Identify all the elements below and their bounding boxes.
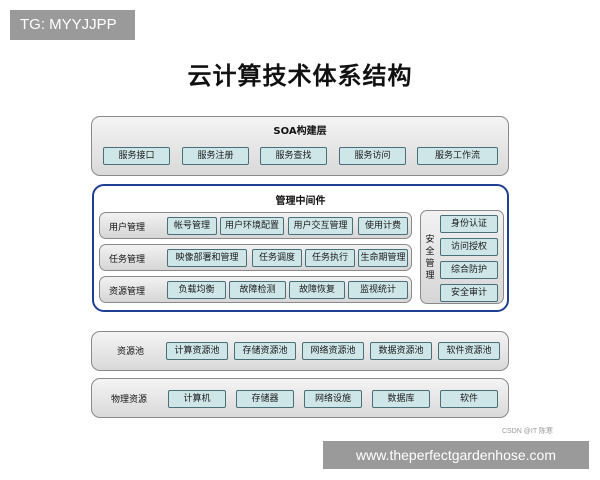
middleware-item: 故障恢复	[289, 281, 345, 299]
physical-resource-item: 软件	[440, 390, 498, 408]
physical-resource-item: 计算机	[168, 390, 226, 408]
security-item: 身份认证	[440, 215, 498, 233]
middleware-item: 监视统计	[348, 281, 408, 299]
resource-pool-item: 计算资源池	[166, 342, 228, 360]
soa-item: 服务查找	[260, 147, 327, 165]
physical-resource-item: 数据库	[372, 390, 430, 408]
resource-pool-layer: 资源池 计算资源池 存储资源池 网络资源池 数据资源池 软件资源池	[91, 331, 509, 371]
middleware-item: 生命期管理	[358, 249, 408, 267]
diagram-title: 云计算技术体系结构	[187, 61, 413, 90]
row-label: 资源管理	[109, 287, 146, 297]
soa-item: 服务接口	[103, 147, 170, 165]
resource-pool-item: 存储资源池	[234, 342, 296, 360]
resource-pool-label: 资源池	[117, 347, 145, 357]
security-item: 安全审计	[440, 284, 498, 302]
physical-resource-item: 网络设施	[304, 390, 362, 408]
row-label: 用户管理	[109, 223, 146, 233]
middleware-layer: 管理中间件 用户管理 帐号管理 用户环境配置 用户交互管理 使用计费 任务管理 …	[92, 184, 509, 312]
physical-resources-label: 物理资源	[111, 395, 148, 405]
soa-item: 服务访问	[339, 147, 406, 165]
resource-pool-item: 数据资源池	[370, 342, 432, 360]
middleware-item: 用户环境配置	[220, 217, 284, 235]
resource-pool-item: 软件资源池	[438, 342, 500, 360]
resource-pool-item: 网络资源池	[302, 342, 364, 360]
row-label: 任务管理	[109, 255, 146, 265]
security-item: 访问授权	[440, 238, 498, 256]
middleware-row: 资源管理 负载均衡 故障检测 故障恢复 监视统计	[99, 276, 412, 303]
security-label: 安全管理	[425, 235, 435, 281]
security-panel: 安全管理 身份认证 访问授权 综合防护 安全审计	[420, 210, 504, 304]
middleware-item: 帐号管理	[167, 217, 217, 235]
soa-layer: SOA构建层 服务接口 服务注册 服务查找 服务访问 服务工作流	[91, 116, 509, 176]
middleware-item: 任务调度	[252, 249, 302, 267]
soa-item: 服务注册	[182, 147, 249, 165]
middleware-item: 故障检测	[229, 281, 286, 299]
watermark-tag: TG: MYYJJPP	[10, 10, 135, 40]
physical-resources-layer: 物理资源 计算机 存储器 网络设施 数据库 软件	[91, 378, 509, 418]
security-item: 综合防护	[440, 261, 498, 279]
middleware-title: 管理中间件	[275, 196, 326, 207]
soa-item: 服务工作流	[417, 147, 498, 165]
credit-text: CSDN @IT 陈寒	[502, 428, 553, 435]
soa-layer-title: SOA构建层	[273, 126, 327, 137]
middleware-row: 任务管理 映像部署和管理 任务调度 任务执行 生命期管理	[99, 244, 412, 271]
middleware-item: 映像部署和管理	[167, 249, 247, 267]
middleware-item: 负载均衡	[167, 281, 226, 299]
middleware-item: 用户交互管理	[288, 217, 353, 235]
physical-resource-item: 存储器	[236, 390, 294, 408]
url-banner: www.theperfectgardenhose.com	[323, 441, 589, 469]
middleware-row: 用户管理 帐号管理 用户环境配置 用户交互管理 使用计费	[99, 212, 412, 239]
middleware-item: 任务执行	[305, 249, 355, 267]
middleware-item: 使用计费	[358, 217, 408, 235]
